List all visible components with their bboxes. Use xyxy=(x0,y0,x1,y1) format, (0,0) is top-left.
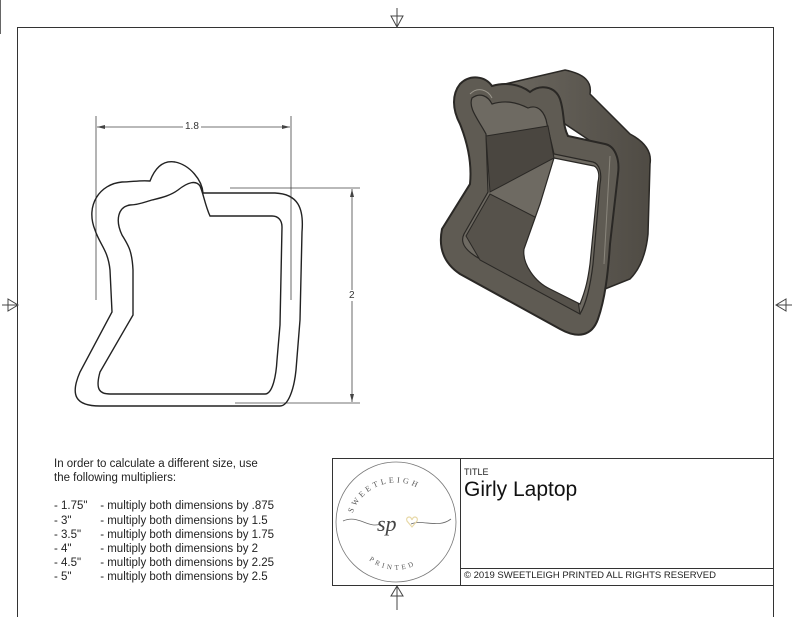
height-dimension-label: 2 xyxy=(347,290,357,301)
width-dimension-label: 1.8 xyxy=(183,121,201,132)
svg-text:PRINTED: PRINTED xyxy=(368,555,418,572)
notes-intro-line-2: the following multipliers: xyxy=(54,472,177,485)
svg-text:SWEETLEIGH: SWEETLEIGH xyxy=(346,475,422,514)
outline-drawing xyxy=(74,116,360,407)
drawing-title: Girly Laptop xyxy=(464,478,578,501)
top-center-marker-icon xyxy=(390,8,404,28)
left-center-marker-icon xyxy=(2,298,19,312)
copyright-text: © 2019 SWEETLEIGH PRINTED ALL RIGHTS RES… xyxy=(464,570,716,581)
logo-cell: SWEETLEIGH PRINTED sp xyxy=(333,459,461,585)
sheet-corner-mark xyxy=(0,0,1,34)
multiplier-row: - 4.5" - multiply both dimensions by 2.2… xyxy=(54,557,275,570)
multiplier-row: - 1.75" - multiply both dimensions by .8… xyxy=(54,500,275,513)
title-label: TITLE xyxy=(464,467,489,477)
title-cell: TITLE Girly Laptop xyxy=(461,459,774,569)
multiplier-row: - 4" - multiply both dimensions by 2 xyxy=(54,543,259,556)
drawing-border xyxy=(17,27,774,617)
right-center-marker-icon xyxy=(775,298,792,312)
bottom-center-marker-icon xyxy=(390,585,404,610)
isometric-3d-model xyxy=(440,69,652,336)
multiplier-row: - 3.5" - multiply both dimensions by 1.7… xyxy=(54,528,275,541)
size-multiplier-notes: In order to calculate a different size, … xyxy=(54,457,274,585)
notes-intro-line-1: In order to calculate a different size, … xyxy=(54,458,258,470)
title-block: SWEETLEIGH PRINTED sp TITLE Girly Laptop… xyxy=(332,458,774,586)
multiplier-row: - 3" - multiply both dimensions by 1.5 xyxy=(54,514,268,527)
svg-text:sp: sp xyxy=(377,511,397,536)
sweetleigh-logo-icon: SWEETLEIGH PRINTED sp xyxy=(335,461,457,583)
multiplier-row: - 5" - multiply both dimensions by 2.5 xyxy=(54,571,268,584)
